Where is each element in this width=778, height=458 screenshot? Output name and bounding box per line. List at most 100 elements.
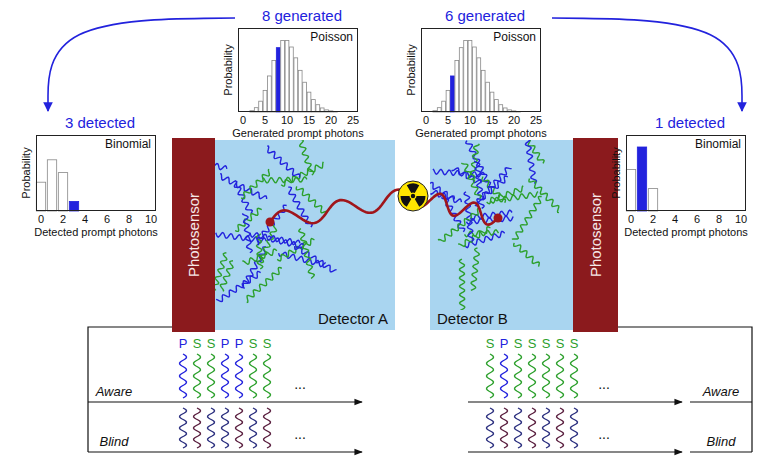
histogram-bar	[473, 47, 477, 112]
photon-waveform	[543, 354, 550, 398]
detector-box: Detector B	[430, 140, 573, 330]
radiation-symbol	[398, 181, 428, 211]
photon-waveform	[487, 408, 494, 448]
histogram-frame: Binomial	[626, 135, 746, 211]
tick-label: 10	[735, 213, 747, 226]
tick-label: 4	[82, 213, 88, 226]
histogram-bar	[455, 61, 459, 112]
photon-type: P	[500, 337, 509, 352]
histogram-bar	[36, 182, 45, 211]
photon-type: P	[179, 337, 188, 352]
photon	[299, 229, 315, 279]
scintillator-crystal	[430, 140, 573, 330]
histogram-bar	[47, 160, 56, 211]
photon-type: S	[514, 337, 523, 352]
histogram-bar	[481, 70, 485, 112]
histogram-bar	[268, 76, 272, 112]
tick-label: 15	[303, 114, 315, 127]
detector-label: Detector B	[434, 310, 511, 327]
photon-type: S	[528, 337, 537, 352]
histogram-bar	[446, 90, 450, 112]
photon	[296, 186, 328, 212]
tick-label: 10	[464, 114, 476, 127]
tick-label: 5	[445, 114, 451, 127]
histogram-title: 6 generated	[421, 7, 549, 24]
time-axis	[140, 401, 362, 402]
photon	[295, 246, 337, 272]
photon-waveform	[194, 354, 201, 398]
axis-title: Generated prompt photons	[415, 127, 546, 140]
photon	[529, 178, 559, 212]
photon	[267, 146, 299, 178]
mode-label: Blind	[707, 435, 736, 450]
histogram-bar	[298, 70, 302, 112]
tick-label: 2	[60, 213, 66, 226]
histogram-bar	[637, 147, 646, 211]
tick-label: 0	[628, 213, 634, 226]
photon	[215, 155, 227, 170]
histogram-title: 8 generated	[238, 7, 366, 24]
photon	[220, 174, 267, 200]
interaction-point	[494, 214, 503, 223]
histogram-bar	[272, 61, 276, 112]
photon-waveform	[236, 408, 243, 448]
histogram-bar	[648, 189, 657, 211]
tick-label: 0	[38, 213, 44, 226]
photosensor-box: Photosensor	[172, 138, 215, 332]
axis-title: Probability	[405, 44, 418, 95]
ellipsis: ...	[294, 376, 306, 392]
photon-waveform	[543, 408, 550, 448]
photon	[475, 168, 512, 206]
histogram-title: 3 detected	[36, 114, 164, 131]
photon	[458, 227, 490, 247]
tick-label: 20	[508, 114, 520, 127]
photon	[471, 248, 479, 291]
photon-waveform	[571, 408, 578, 448]
tick-label: 8	[126, 213, 132, 226]
histogram-frame: Poisson	[238, 28, 358, 112]
axis-title: Detected prompt photons	[624, 226, 748, 239]
photon-type: P	[235, 337, 244, 352]
photon	[459, 259, 465, 311]
histogram-bar	[303, 82, 307, 112]
photon-waveform	[529, 354, 536, 398]
histogram-bar	[486, 82, 490, 112]
photon-group	[430, 140, 559, 311]
tick-label: 15	[486, 114, 498, 127]
photon	[464, 192, 474, 242]
photon	[514, 243, 540, 267]
signal-wire	[88, 327, 172, 452]
histogram-bar	[626, 169, 635, 211]
histogram-bar	[290, 47, 294, 112]
photon-type: S	[542, 337, 551, 352]
time-axis	[468, 451, 682, 452]
tick-label: 6	[104, 213, 110, 226]
signal-wire	[88, 451, 140, 452]
photon-type: S	[556, 337, 565, 352]
signal-wire	[618, 327, 752, 452]
histogram-bar	[307, 92, 311, 112]
axis-title: Detected prompt photons	[34, 226, 158, 239]
photon	[215, 253, 227, 291]
photon-waveform	[571, 354, 578, 398]
photon-waveform	[264, 354, 271, 398]
distribution-name: Poisson	[493, 31, 536, 45]
histogram-bar	[477, 58, 481, 112]
signal-wire	[690, 451, 752, 452]
flow-arrow	[552, 18, 742, 111]
time-axis	[468, 401, 682, 402]
photon-waveform	[208, 354, 215, 398]
photon-type: S	[249, 337, 258, 352]
tick-label: 5	[262, 114, 268, 127]
tick-label: 10	[281, 114, 293, 127]
photon-type: S	[486, 337, 495, 352]
time-axis	[140, 451, 362, 452]
tick-label: 2	[650, 213, 656, 226]
photon-waveform	[515, 354, 522, 398]
histogram-bar	[464, 41, 468, 112]
gamma-ray	[270, 190, 413, 224]
axis-title: Generated prompt photons	[232, 127, 363, 140]
photon	[242, 213, 252, 252]
histogram-panel: Binomial3 detected	[36, 113, 164, 211]
